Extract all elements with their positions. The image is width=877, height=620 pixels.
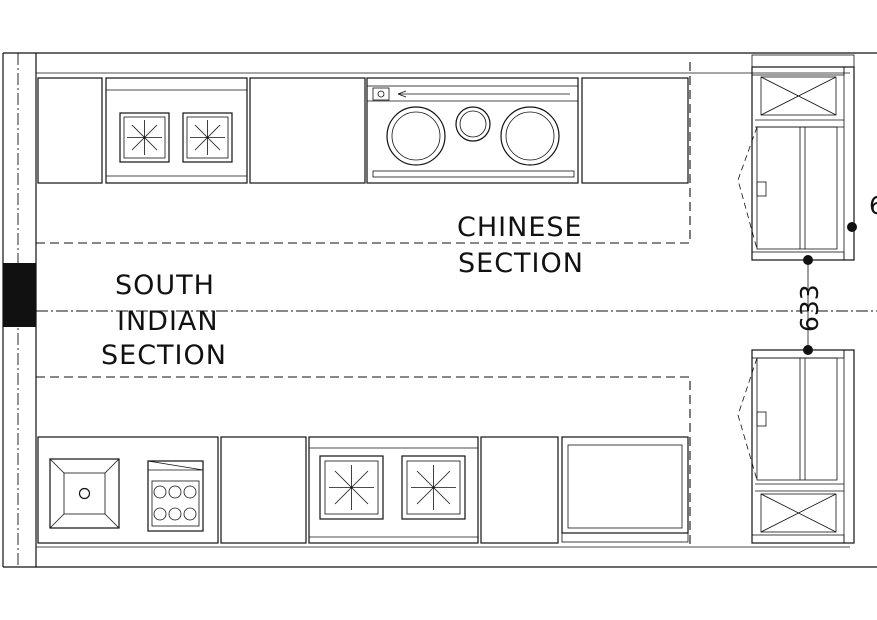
griddle-icon [561,436,689,543]
south-indian-section-zone [36,376,691,547]
counter-module [37,77,103,184]
two-burner-range-icon [308,436,479,544]
dimension-marker: 633 [795,255,824,355]
counter-module [220,436,307,544]
chinese-section-label: CHINESE SECTION [457,212,584,279]
south-label-line-3: SECTION [101,340,227,371]
south-indian-section-label: SOUTH INDIAN SECTION [101,270,227,371]
refrigerator-icon [737,54,857,261]
wall-column [3,263,36,327]
wok-range-icon [366,77,579,184]
counter-module [581,77,689,184]
counter-module [480,436,559,544]
refrigerator-icon [737,349,855,544]
grill-icon [49,458,120,529]
idli-steamer-icon [147,460,204,532]
bottom-counter [37,436,689,544]
two-burner-range-icon [105,77,248,184]
chinese-label-line-1: CHINESE [457,212,583,243]
south-label-line-1: SOUTH [115,270,215,301]
chinese-label-line-2: SECTION [458,248,584,279]
dimension-value: 633 [795,284,824,332]
partial-dimension-value: 6 [869,191,877,220]
south-label-line-2: INDIAN [117,306,219,337]
counter-module [249,77,366,184]
top-counter [37,77,689,184]
outer-wall [2,52,877,568]
counter-module [37,436,219,544]
chinese-section-zone [36,57,691,244]
